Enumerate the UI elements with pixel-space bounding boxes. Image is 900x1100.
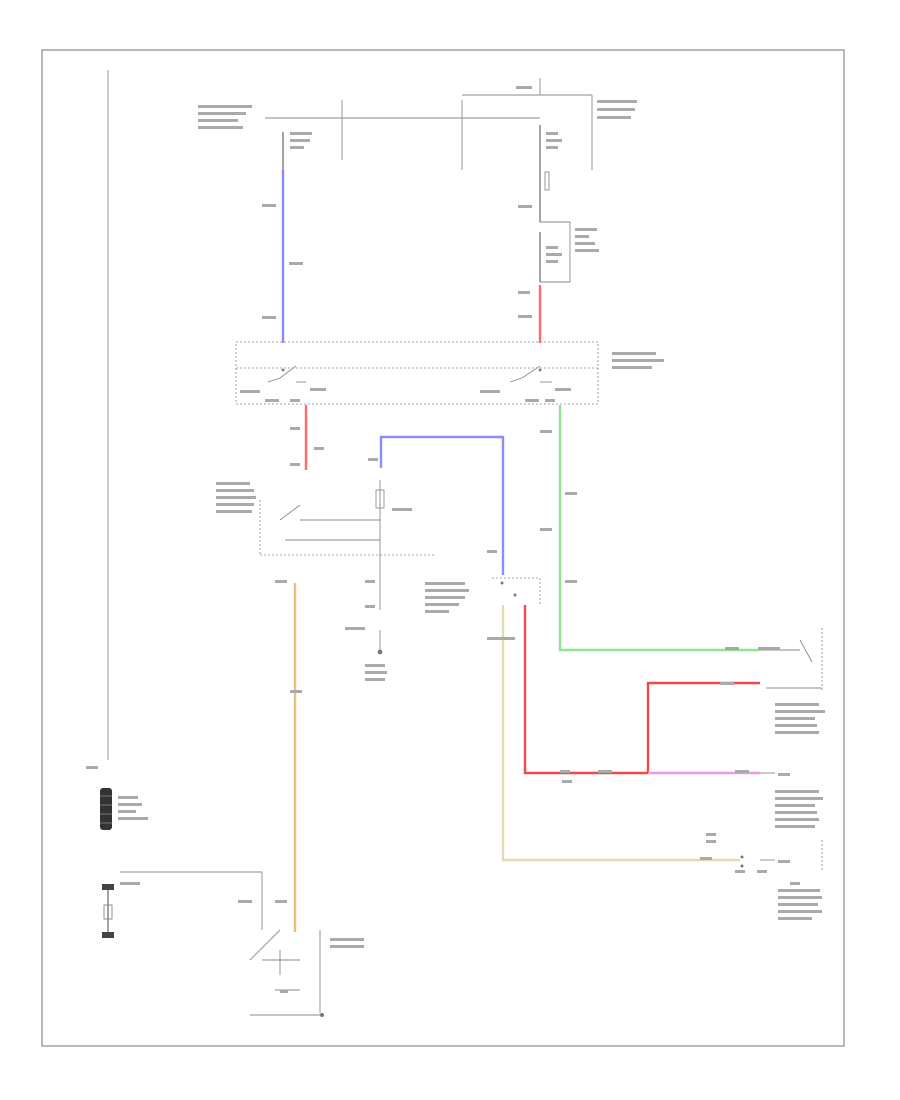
starter-switch-icon (249, 929, 324, 1017)
top-fuse-block (265, 78, 593, 170)
green-wire (558, 405, 760, 652)
ground-icon (377, 630, 383, 655)
connector-icon (492, 577, 541, 605)
battery-icon (102, 871, 263, 938)
relay-switch-icon (539, 170, 571, 283)
fuse-icon (282, 125, 541, 170)
sensor-connector-icon (100, 788, 112, 830)
middle-relay-block (259, 480, 435, 610)
right-components (740, 628, 823, 870)
label-glyphs (86, 86, 825, 993)
khaki-wire (501, 605, 740, 862)
diagram-frame (41, 49, 845, 1047)
switch-assembly (235, 341, 599, 405)
blue-wire-mid (379, 435, 505, 575)
